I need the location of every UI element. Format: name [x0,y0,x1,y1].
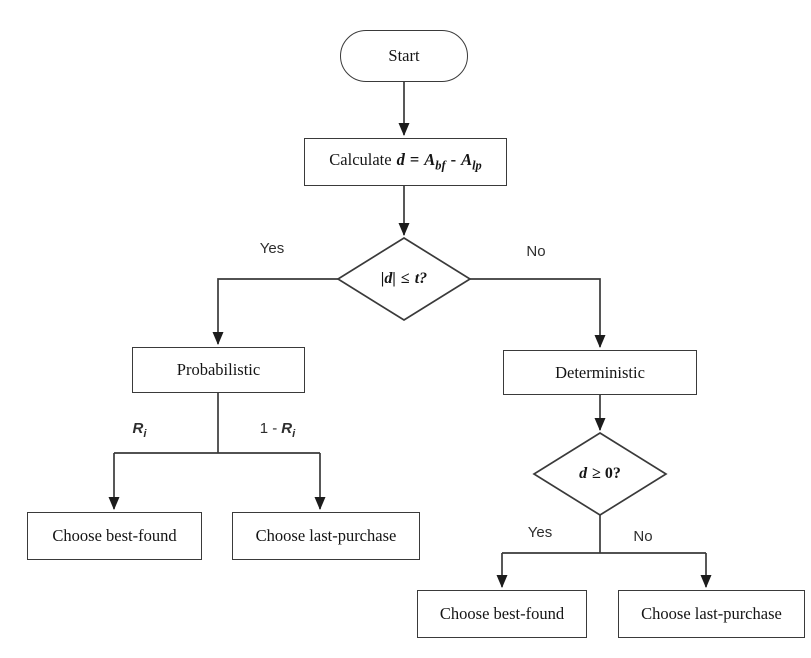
deterministic-label: Deterministic [555,362,645,382]
edge-label-ri: Ri [132,420,147,440]
equals-sign: = [409,150,420,170]
choose-best-found-prob-label: Choose best-found [52,526,177,545]
edge-label-yes-sign: Yes [527,524,553,541]
var-a-lp: Alp [461,150,482,173]
calculate-node: Calculate d = Abf - Alp [304,138,507,186]
start-label: Start [388,46,420,65]
decision-sign-diamond [532,431,668,517]
choose-last-purchase-det-label: Choose last-purchase [641,604,782,623]
edge-label-1-minus-ri: 1 -Ri [259,420,296,440]
deterministic-node: Deterministic [503,350,697,395]
choose-last-purchase-prob-node: Choose last-purchase [232,512,420,560]
decision-threshold-diamond [336,236,472,322]
edge-label-no-sign: No [633,528,653,545]
choose-last-purchase-det-node: Choose last-purchase [618,590,805,638]
decision-threshold-label: |d| ≤ t? [354,265,454,293]
edge-decision1-deterministic [470,278,606,348]
edge-label-no-threshold: No [526,243,546,260]
var-a-bf: Abf [424,150,446,173]
calculate-prefix: Calculate [329,150,392,170]
var-d2: d [579,465,588,482]
var-d: d [396,150,405,170]
calculate-formula: Calculate d = Abf - Alp [329,150,481,173]
choose-best-found-det-label: Choose best-found [439,604,565,623]
probabilistic-label: Probabilistic [176,360,261,379]
geq-zero: ≥ 0? [592,465,621,482]
var-t: t? [414,270,428,287]
minus-sign: - [450,150,457,170]
abs-d: |d| [380,270,396,287]
decision-sign-label: d ≥ 0? [550,460,650,488]
choose-last-purchase-prob-label: Choose last-purchase [255,526,397,545]
choose-best-found-det-node: Choose best-found [417,590,587,638]
start-node: Start [340,30,468,82]
probabilistic-node: Probabilistic [132,347,305,393]
edge-decision1-probabilistic [212,278,338,345]
choose-best-found-prob-node: Choose best-found [27,512,202,560]
edge-label-yes-threshold: Yes [259,240,285,257]
leq-sign: ≤ [400,270,410,287]
